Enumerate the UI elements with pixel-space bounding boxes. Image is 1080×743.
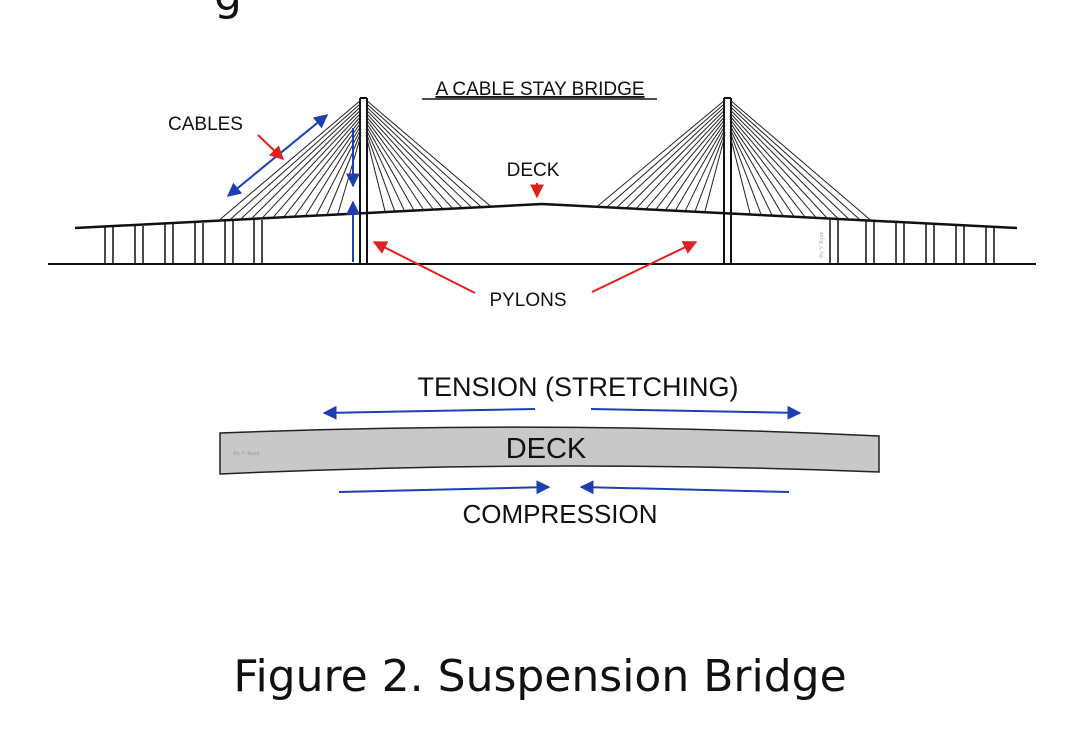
cable-stay	[326, 131, 362, 215]
tension-label: TENSION (STRETCHING)	[418, 372, 739, 402]
cable-stay	[646, 115, 726, 209]
pylons-label: PYLONS	[489, 290, 566, 311]
cable-stay	[607, 102, 726, 207]
cable-stay	[729, 115, 816, 218]
cable-stay	[685, 128, 726, 211]
cable-stay	[729, 131, 762, 215]
cable-stay	[305, 125, 362, 216]
compression-arrow-left	[338, 480, 551, 495]
pylons-pointer-arrow-right	[591, 241, 698, 293]
compression-arrow-right	[579, 480, 790, 495]
cable-stay	[365, 128, 405, 211]
deck-label: DECK	[507, 160, 560, 181]
cable-stay	[617, 106, 726, 208]
pylon-left	[359, 97, 368, 264]
cable-stay	[729, 102, 860, 220]
cables-label: CABLES	[168, 114, 243, 135]
cable-stay	[729, 109, 838, 219]
cable-stay	[729, 112, 827, 218]
cables-right-outer	[729, 99, 871, 220]
compression-label: COMPRESSION	[462, 499, 657, 529]
cable-stay	[365, 115, 443, 209]
cable-stay	[365, 135, 386, 212]
cable-stay	[365, 112, 453, 208]
cables-pointer-arrow	[257, 134, 285, 160]
cable-stay	[704, 135, 726, 212]
cable-stay	[365, 122, 424, 210]
cable-stay	[729, 106, 849, 219]
cables-left-inner	[365, 99, 491, 212]
pylons-pointer-arrow-left	[372, 241, 476, 294]
tension-arrow-left	[322, 405, 536, 420]
diagram-title: A CABLE STAY BRIDGE	[435, 79, 644, 100]
cable-stay	[729, 99, 871, 220]
cable-stay	[365, 106, 472, 208]
cable-stay	[729, 135, 751, 214]
cable-stay	[337, 135, 362, 214]
bridge-deck	[74, 202, 1018, 230]
cable-stay	[365, 118, 434, 209]
cable-stay	[729, 128, 773, 215]
deck-beam-label: DECK	[506, 433, 587, 465]
deck-beam	[219, 426, 880, 475]
cable-stay	[597, 99, 726, 207]
deck-supports-left	[104, 220, 263, 264]
cable-stay	[365, 99, 491, 207]
cable-stay	[665, 122, 726, 210]
cable-stay	[365, 125, 415, 210]
figure-caption: Figure 2. Suspension Bridge	[233, 651, 847, 702]
beam-watermark: By V Ryan	[233, 451, 260, 457]
cable-stay	[656, 118, 726, 210]
tension-arrow-right	[590, 405, 802, 420]
cable-stay	[729, 118, 805, 217]
cable-stay	[626, 109, 726, 208]
cable-stay	[675, 125, 726, 211]
cut-off-heading-fragment: g	[214, 0, 242, 21]
pylon-right	[723, 97, 732, 264]
cables-right-inner	[597, 99, 726, 212]
cable-stay	[365, 109, 462, 208]
cable-stay	[729, 122, 795, 216]
cable-stay	[729, 125, 784, 216]
cable-stay	[694, 131, 726, 211]
deck-supports-right	[829, 220, 995, 264]
bridge-watermark: By V Ryan	[819, 231, 825, 258]
cable-stay	[365, 131, 395, 211]
cable-stay	[365, 102, 481, 207]
cable-stay	[273, 115, 362, 218]
cable-stay	[636, 112, 726, 209]
